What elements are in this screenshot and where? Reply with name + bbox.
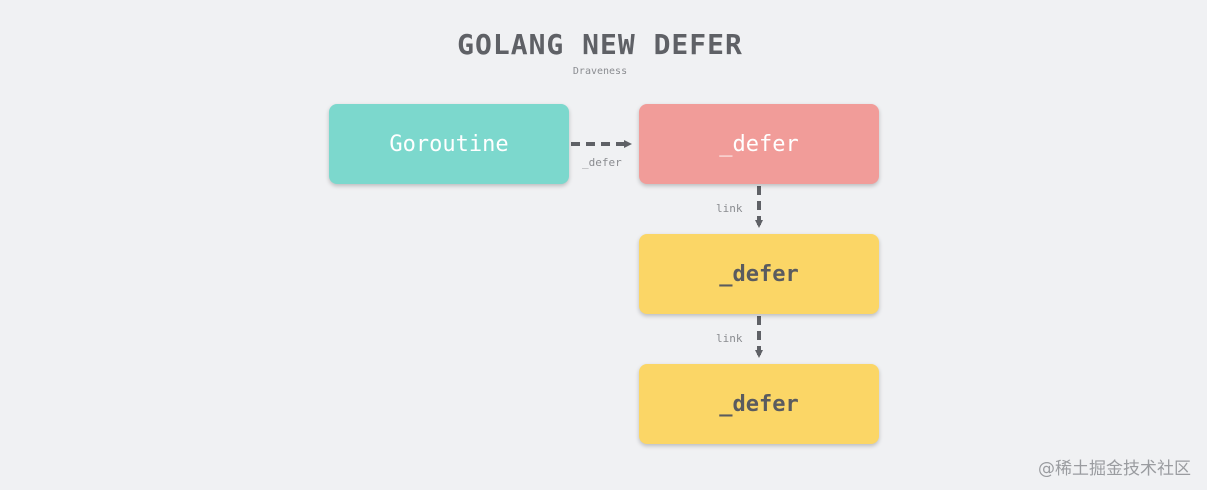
defer-node-third: _defer xyxy=(639,364,879,444)
defer-node-head-label: _defer xyxy=(719,131,799,157)
edge-label-link-second: link xyxy=(716,332,743,345)
goroutine-node: Goroutine xyxy=(329,104,569,184)
defer-node-third-label: _defer xyxy=(719,391,799,417)
goroutine-node-label: Goroutine xyxy=(389,131,509,157)
watermark: @稀土掘金技术社区 xyxy=(1038,459,1191,479)
edge-label-defer: _defer xyxy=(582,156,622,169)
defer-node-second-label: _defer xyxy=(719,261,799,287)
diagram-title: GOLANG NEW DEFER xyxy=(457,28,743,61)
defer-node-second: _defer xyxy=(639,234,879,314)
defer-node-head: _defer xyxy=(639,104,879,184)
diagram-subtitle: Draveness xyxy=(572,66,628,77)
edge-label-link-first: link xyxy=(716,202,743,215)
